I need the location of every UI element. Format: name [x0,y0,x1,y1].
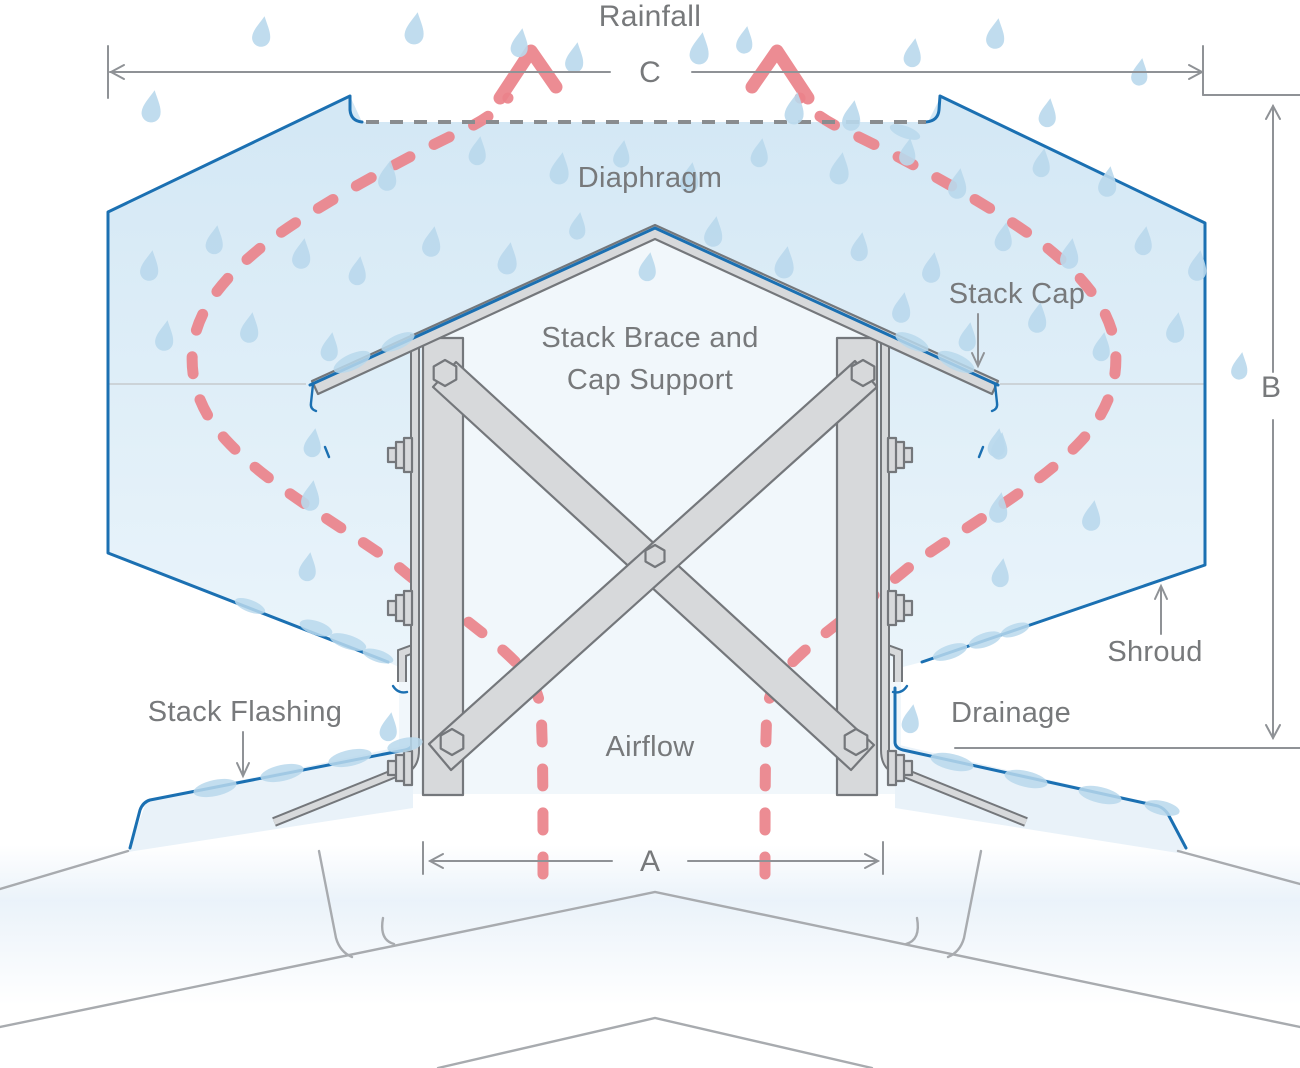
water-smear [1144,800,1180,816]
label-stack-flashing: Stack Flashing [148,696,342,728]
label-stack-brace-1: Stack Brace and [541,322,758,354]
raindrops [138,10,1251,816]
hex-bolts [432,358,876,757]
raindrop [734,24,756,55]
bolt-right-mid [886,589,914,627]
water-smear [968,631,1002,649]
dim-label-c: C [639,56,661,89]
raindrop [688,30,713,66]
dimension-c [107,45,1205,99]
raindrop [900,702,922,735]
water-smear [1000,622,1030,638]
roof-curb-left [317,849,354,959]
water-smear [381,332,415,352]
label-diaphragm: Diaphragm [578,162,723,194]
shroud-arrow [1154,583,1168,635]
water-smear [889,124,921,140]
water-smear [299,619,333,637]
roof-hook-right [904,916,920,946]
raindrop [563,40,587,75]
shroud-drip-left [391,644,415,694]
roof [0,849,1300,1068]
stack-cap-arrow [971,313,985,369]
water-smear [932,643,968,661]
stack-flashing-arrow [236,731,250,779]
raindrop [140,88,165,124]
water-smear [329,633,367,651]
stack-flashing-left-skirt [128,744,413,852]
raindrop [250,14,274,49]
water-smear [333,350,371,374]
raindrop [378,710,400,743]
bolt-right-bot [886,749,914,787]
bolt-right-top [886,436,914,474]
bolt-left-mid [386,589,414,627]
roof-curb-right [946,849,983,959]
airflow-arrow-left [493,44,563,105]
airflow-arrow-right [745,44,815,105]
water-smear [387,737,423,753]
dimension-a [422,841,884,875]
bolt-left-bot [386,749,414,787]
shroud-outline [106,94,1207,664]
roof-hook-left [380,916,396,946]
bolt-left-top [386,436,414,474]
label-airflow: Airflow [605,731,695,763]
label-stack-cap: Stack Cap [949,278,1086,310]
water-smear [1078,785,1122,805]
post-side-bolts [386,436,914,787]
label-stack-brace-2: Cap Support [567,364,733,396]
water-smear [362,648,394,664]
water-smear [937,350,975,374]
label-arrows [236,313,1168,779]
raindrop [902,36,924,69]
raindrop [1037,96,1059,129]
water-smear [930,752,974,772]
title-rainfall: Rainfall [599,0,701,33]
roof-ridge-lower [436,1016,874,1068]
roof-ridge-upper [0,890,1300,1029]
water-smear [895,332,929,352]
roof-tint-band [0,845,1300,1005]
water-smear [328,748,372,768]
label-drainage: Drainage [951,697,1071,729]
dimension-b [954,94,1300,749]
stack-flashing-right-skirt [895,744,1186,853]
dim-label-a: A [640,845,660,878]
dim-label-b: B [1261,371,1281,404]
water-smear [193,778,237,798]
label-shroud: Shroud [1107,636,1202,668]
stack-cap [308,223,1000,459]
raindrop [984,16,1008,51]
water-smear [1004,769,1048,789]
raindrop [403,10,428,46]
water-smear [260,763,304,783]
water-smear [234,597,266,615]
raindrop [1229,350,1251,381]
